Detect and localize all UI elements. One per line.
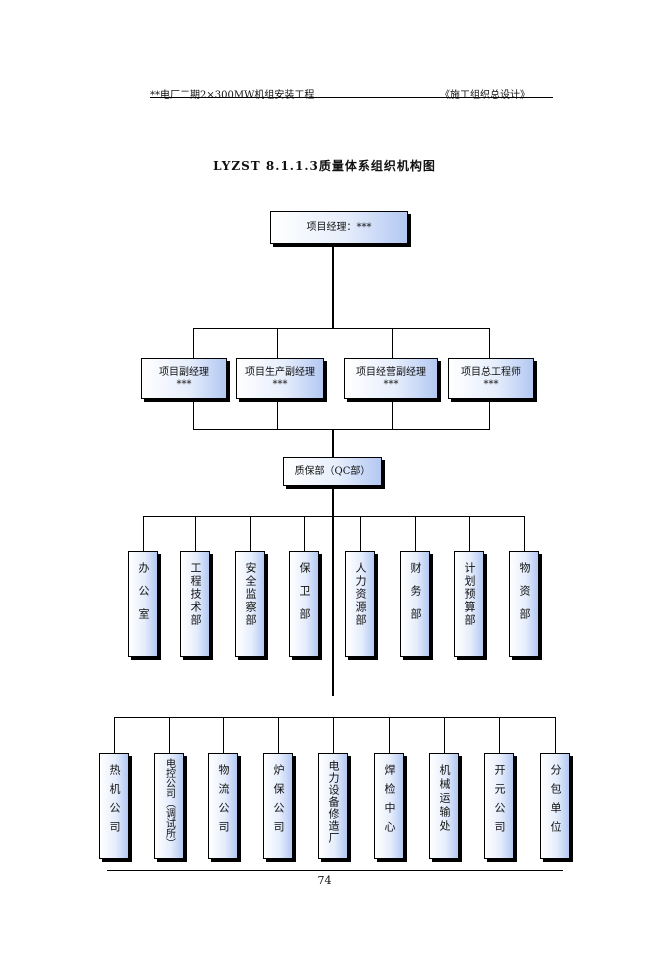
department-box: 保卫部 bbox=[289, 551, 319, 657]
unit-box: 分包单位 bbox=[540, 753, 570, 859]
spine-top bbox=[332, 244, 334, 329]
unit-drop bbox=[389, 717, 390, 753]
unit-drop bbox=[223, 717, 224, 753]
unit-box: 炉保公司 bbox=[263, 753, 293, 859]
unit-drop bbox=[333, 717, 334, 753]
department-box: 安全监察部 bbox=[235, 551, 265, 657]
unit-drop bbox=[555, 717, 556, 753]
unit-label: 机械运输处 bbox=[438, 764, 451, 834]
dept-drop bbox=[195, 516, 196, 551]
deputy-label: 项目总工程师 bbox=[461, 366, 521, 378]
dept-drop bbox=[469, 516, 470, 551]
unit-label: 分包单位 bbox=[549, 764, 562, 840]
project-manager-label: 项目经理：*** bbox=[306, 221, 372, 233]
deputy-box: 项目经营副经理 *** bbox=[344, 358, 438, 399]
unit-drop bbox=[278, 717, 279, 753]
unit-box: 机械运输处 bbox=[429, 753, 459, 859]
department-box: 财务部 bbox=[400, 551, 430, 657]
deputy-name: *** bbox=[383, 378, 399, 390]
unit-label: 物流公司 bbox=[217, 764, 230, 840]
unit-drop bbox=[114, 717, 115, 753]
footer-rule bbox=[107, 870, 563, 871]
department-label: 物资部 bbox=[518, 562, 531, 631]
unit-box: 物流公司 bbox=[208, 753, 238, 859]
header-right-text: 《施工组织总设计》 bbox=[440, 90, 530, 101]
unit-label: 电力设备修造厂 bbox=[327, 760, 340, 844]
dept-drop bbox=[304, 516, 305, 551]
dept-drop bbox=[524, 516, 525, 551]
department-box: 计划预算部 bbox=[454, 551, 484, 657]
unit-label: 焊检中心 bbox=[383, 764, 396, 840]
unit-box: 焊检中心 bbox=[374, 753, 404, 859]
unit-label: 电控公司（调试所） bbox=[163, 758, 175, 848]
unit-label: 炉保公司 bbox=[272, 764, 285, 840]
units-bus bbox=[114, 717, 555, 718]
header-left-text: **电厂二期2×300MW机组安装工程 bbox=[150, 90, 315, 101]
unit-label: 开元公司 bbox=[493, 764, 506, 840]
department-label: 安全监察部 bbox=[244, 562, 257, 627]
department-label: 办公室 bbox=[137, 562, 150, 631]
dept-drop bbox=[143, 516, 144, 551]
deputy-box: 项目生产副经理 *** bbox=[236, 358, 324, 399]
unit-box: 开元公司 bbox=[484, 753, 514, 859]
department-box: 工程技术部 bbox=[180, 551, 210, 657]
unit-box: 电力设备修造厂 bbox=[318, 753, 348, 859]
unit-label: 热机公司 bbox=[108, 764, 121, 840]
spine-main bbox=[332, 429, 334, 696]
deputy-label: 项目副经理 bbox=[159, 366, 209, 378]
deputy-name: *** bbox=[483, 378, 499, 390]
page-number: 74 bbox=[317, 874, 332, 887]
department-bus bbox=[143, 516, 524, 517]
diagram-title: LYZST 8.1.1.3质量体系组织机构图 bbox=[213, 159, 436, 173]
qc-department-label: 质保部（QC部） bbox=[294, 465, 371, 477]
deputy-name: *** bbox=[272, 378, 288, 390]
unit-drop bbox=[169, 717, 170, 753]
department-label: 人力资源部 bbox=[354, 562, 367, 627]
deputy-top-bus bbox=[193, 328, 490, 329]
deputy-name: *** bbox=[176, 378, 192, 390]
department-box: 物资部 bbox=[509, 551, 539, 657]
unit-box: 热机公司 bbox=[99, 753, 129, 859]
department-box: 办公室 bbox=[128, 551, 158, 657]
project-manager-box: 项目经理：*** bbox=[270, 211, 408, 244]
department-box: 人力资源部 bbox=[345, 551, 375, 657]
dept-drop bbox=[415, 516, 416, 551]
deputy-box: 项目副经理 *** bbox=[141, 358, 227, 399]
deputy-bottom-bus bbox=[193, 429, 490, 430]
department-label: 计划预算部 bbox=[463, 562, 476, 627]
dept-drop bbox=[250, 516, 251, 551]
qc-department-box: 质保部（QC部） bbox=[283, 457, 382, 486]
department-label: 工程技术部 bbox=[189, 562, 202, 627]
dept-drop bbox=[360, 516, 361, 551]
unit-box: 电控公司（调试所） bbox=[154, 753, 184, 859]
deputy-box: 项目总工程师 *** bbox=[448, 358, 534, 399]
header-rule bbox=[150, 97, 553, 98]
department-label: 保卫部 bbox=[298, 562, 311, 631]
unit-drop bbox=[499, 717, 500, 753]
department-label: 财务部 bbox=[409, 562, 422, 631]
deputy-label: 项目生产副经理 bbox=[245, 366, 315, 378]
unit-drop bbox=[444, 717, 445, 753]
deputy-label: 项目经营副经理 bbox=[356, 366, 426, 378]
